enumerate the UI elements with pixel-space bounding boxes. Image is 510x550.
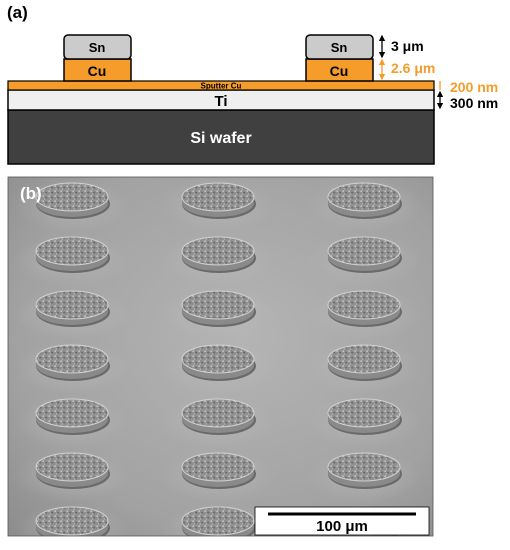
sputter-cu-layer xyxy=(7,80,435,91)
panel-a-label: (a) xyxy=(7,3,28,22)
solder-bump xyxy=(160,450,276,502)
si-wafer-layer xyxy=(7,109,435,165)
solder-bump xyxy=(160,288,276,340)
solder-bump xyxy=(306,180,422,232)
solder-bump xyxy=(160,342,276,394)
solder-bump xyxy=(306,450,422,502)
solder-bump xyxy=(306,342,422,394)
solder-bump xyxy=(14,180,130,232)
bump-array xyxy=(14,180,422,536)
solder-bump xyxy=(160,234,276,286)
solder-bump xyxy=(14,504,130,536)
cu-left-label: Cu xyxy=(88,63,107,79)
cu-right-label: Cu xyxy=(330,63,349,79)
si-wafer-label: Si wafer xyxy=(190,130,251,147)
solder-bump xyxy=(14,342,130,394)
sn-cap-left xyxy=(63,34,132,60)
solder-bump xyxy=(306,396,422,448)
solder-bump xyxy=(160,180,276,232)
solder-bump xyxy=(14,288,130,340)
solder-bump xyxy=(14,450,130,502)
solder-bump xyxy=(306,288,422,340)
scale-bar-label: 100 μm xyxy=(316,518,368,535)
ti-thickness-label: 300 nm xyxy=(450,95,498,111)
solder-bump xyxy=(160,504,276,536)
scale-bar-box xyxy=(254,506,430,536)
panel-a: (a) Si wafer Ti Sputter Cu Cu Sn Cu Sn 3… xyxy=(7,3,498,165)
sputter-thickness-label: 200 nm xyxy=(450,79,498,95)
sn-right-label: Sn xyxy=(331,40,348,55)
sem-border xyxy=(7,176,434,537)
panel-b: (b) 100 μm xyxy=(7,176,434,537)
sputter-cu-label: Sputter Cu xyxy=(201,82,242,91)
solder-bump xyxy=(14,396,130,448)
solder-bump xyxy=(14,234,130,286)
ti-label: Ti xyxy=(214,93,227,110)
sn-left-label: Sn xyxy=(89,40,106,55)
sn-cap-right xyxy=(305,34,374,60)
solder-bump xyxy=(160,396,276,448)
sem-image xyxy=(8,177,433,536)
sn-thickness-label: 3 μm xyxy=(391,38,424,54)
cu-thickness-label: 2.6 μm xyxy=(391,60,435,76)
solder-bump xyxy=(306,234,422,286)
panel-b-label: (b) xyxy=(20,184,42,203)
